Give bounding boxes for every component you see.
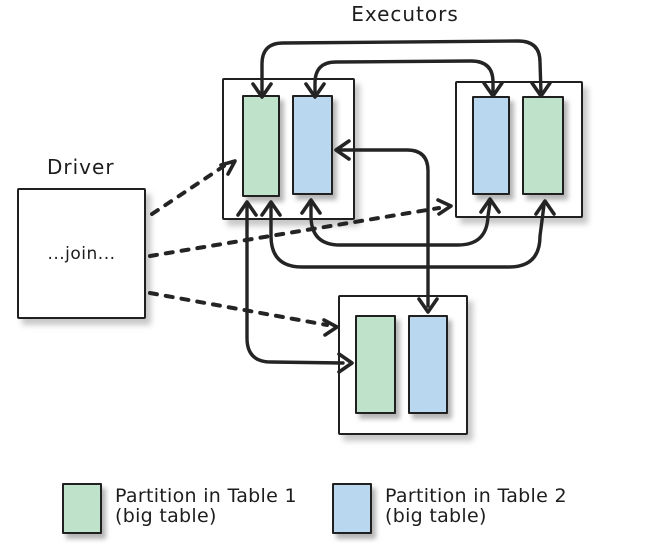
- arrow-exec1green-exec3green: [245, 204, 345, 365]
- driver-label: Driver: [47, 155, 115, 179]
- executor3-partition-table1: [355, 315, 396, 414]
- executor3-partition-table2: [408, 315, 448, 414]
- executor1-partition-table1: [242, 95, 280, 197]
- arrowhead-driver-executor3: [322, 318, 339, 337]
- legend-label-table1: Partition in Table 1: [115, 485, 297, 507]
- executor2-partition-table2: [472, 96, 510, 195]
- executors-label: Executors: [351, 2, 459, 26]
- executor2-partition-table1: [522, 96, 564, 195]
- executor1-partition-table2: [292, 95, 333, 195]
- legend-swatch-table1: [62, 483, 102, 534]
- legend-label-table2: Partition in Table 2: [385, 485, 567, 507]
- legend: Partition in Table 1 (big table) Partiti…: [0, 480, 647, 550]
- dashed-arrow-driver-executor1: [150, 164, 226, 216]
- driver-box: ...join...: [17, 188, 146, 319]
- executor-box-1: [222, 78, 355, 220]
- legend-item-table1: Partition in Table 1 (big table): [62, 483, 297, 534]
- legend-sublabel-table2: (big table): [385, 505, 487, 527]
- legend-item-table2: Partition in Table 2 (big table): [332, 483, 567, 534]
- driver-join-text: ...join...: [47, 243, 116, 264]
- legend-swatch-table2: [332, 483, 372, 534]
- arrowhead-driver-executor2: [436, 198, 453, 216]
- dashed-arrow-driver-executor3: [148, 291, 329, 327]
- legend-sublabel-table1: (big table): [115, 505, 217, 527]
- executor-box-3: [338, 295, 468, 435]
- executor-box-2: [455, 81, 583, 218]
